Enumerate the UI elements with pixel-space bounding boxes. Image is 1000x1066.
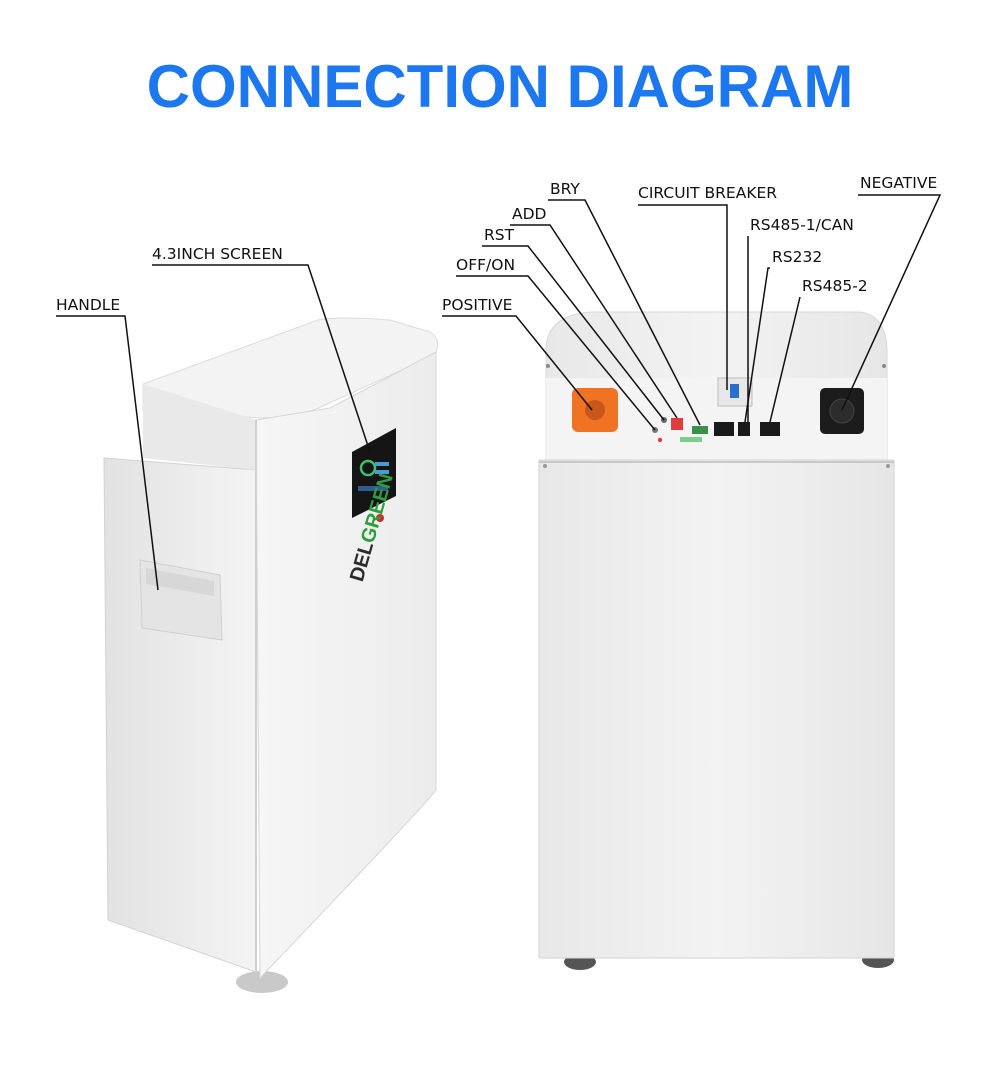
battery-unit-rear bbox=[538, 311, 895, 970]
add-dip-switch bbox=[671, 418, 683, 430]
label-bry: BRY bbox=[550, 180, 580, 198]
bry-terminal bbox=[692, 426, 708, 434]
battery-unit-front bbox=[103, 317, 439, 993]
leader-negative bbox=[841, 194, 942, 411]
label-screen: 4.3INCH SCREEN bbox=[152, 245, 283, 263]
label-rst: RST bbox=[484, 226, 515, 244]
leader-rs232 bbox=[744, 267, 770, 423]
rs485-2-port bbox=[760, 422, 780, 436]
leader-rst bbox=[482, 245, 665, 421]
label-rs485-1-can: RS485-1/CAN bbox=[750, 216, 854, 234]
leader-positive bbox=[442, 315, 593, 411]
label-rs232: RS232 bbox=[772, 248, 823, 266]
side-panel bbox=[103, 457, 257, 973]
rs232-port bbox=[738, 422, 750, 436]
label-off-on: OFF/ON bbox=[456, 256, 516, 274]
leader-handle bbox=[56, 315, 159, 591]
leader-off-on bbox=[456, 275, 656, 431]
rs485-1-can-port bbox=[714, 422, 734, 436]
label-positive: POSITIVE bbox=[442, 296, 513, 314]
side-upper bbox=[143, 384, 256, 470]
lower-body bbox=[538, 459, 895, 959]
leader-add bbox=[510, 224, 678, 419]
power-button bbox=[376, 514, 384, 522]
leader-circuit-breaker bbox=[638, 204, 728, 390]
caster-wheel bbox=[236, 971, 288, 993]
leader-lines bbox=[56, 194, 942, 591]
leader-screen bbox=[152, 264, 371, 453]
label-rs485-2: RS485-2 bbox=[802, 277, 868, 295]
label-circuit-breaker: CIRCUIT BREAKER bbox=[638, 184, 778, 202]
label-handle: HANDLE bbox=[56, 296, 121, 314]
label-add: ADD bbox=[512, 205, 547, 223]
leader-bry bbox=[548, 199, 701, 426]
page-title: CONNECTION DIAGRAM bbox=[146, 53, 854, 120]
leader-rs485-2 bbox=[769, 296, 801, 423]
label-negative: NEGATIVE bbox=[860, 174, 938, 192]
front-panel bbox=[255, 351, 437, 980]
